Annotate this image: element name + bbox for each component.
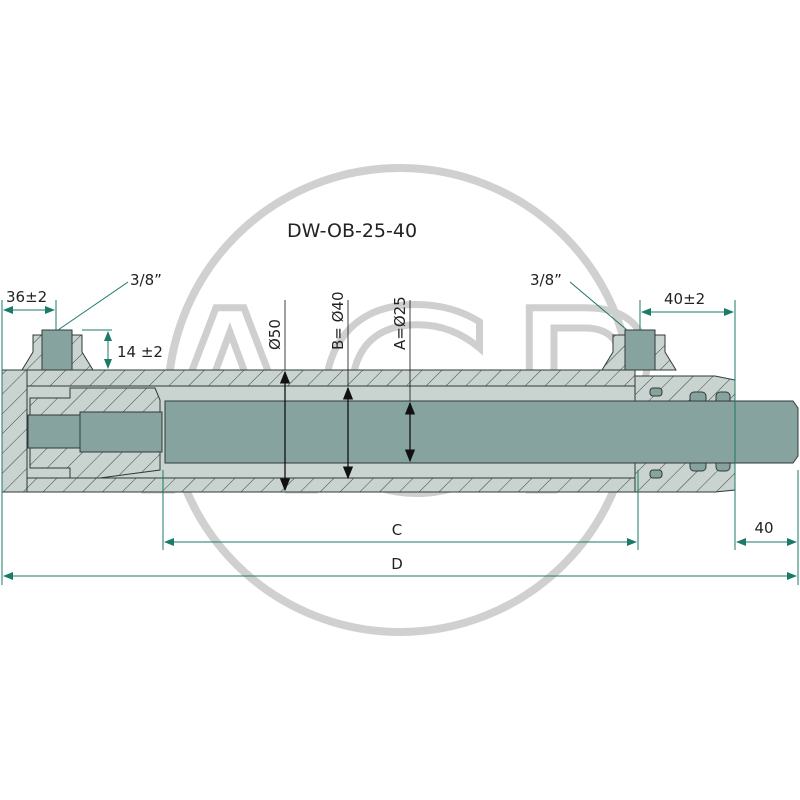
piston-rod — [164, 400, 799, 464]
rod-end-label: 40 — [754, 519, 773, 537]
outer-diameter-label: Ø50 — [266, 319, 284, 350]
port-left — [21, 329, 94, 371]
dimension-lines — [1, 281, 799, 585]
left-port-size-label: 3/8” — [130, 271, 162, 289]
right-port-offset-label: 40±2 — [664, 290, 705, 308]
diameter-dimensions — [279, 300, 416, 492]
port-right — [601, 329, 677, 371]
piston — [27, 387, 163, 479]
model-title: DW-OB-25-40 — [287, 220, 417, 242]
bore-diameter-label: B= Ø40 — [329, 291, 347, 350]
left-port-offset-label: 36±2 — [6, 288, 47, 306]
port-height-label: 14 ±2 — [117, 343, 163, 361]
end-cap — [1, 369, 28, 493]
total-length-label: D — [391, 555, 403, 573]
stroke-label: C — [392, 521, 402, 539]
rod-diameter-label: A=Ø25 — [391, 296, 409, 350]
right-port-size-label: 3/8” — [530, 271, 562, 289]
